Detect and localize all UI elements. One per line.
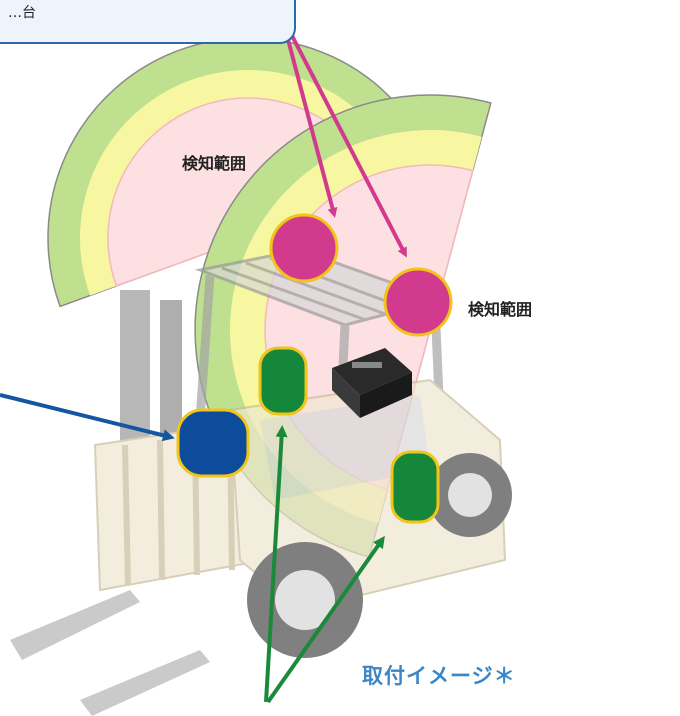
callout-box: …台	[0, 0, 296, 44]
sensor-cab	[258, 346, 308, 416]
arrow-to-sensor-top-left	[283, 27, 338, 218]
callout-text: …台	[8, 5, 36, 21]
arrow-to-sensor-front	[0, 393, 175, 442]
sensor-top-right	[383, 267, 453, 337]
forklift-illustration	[10, 248, 512, 716]
sensor-top-left	[269, 213, 339, 283]
installation-image-caption: 取付イメージ＊	[362, 664, 516, 688]
arrow-to-sensor-side	[266, 535, 385, 704]
detection-range-label-right: 検知範囲	[468, 300, 533, 319]
camera-device-icon	[332, 348, 412, 418]
sensor-front	[176, 408, 250, 478]
sensor-side	[390, 450, 440, 524]
arrow-to-sensor-top-right	[286, 27, 407, 258]
arrow-to-sensor-cab	[264, 425, 288, 703]
detection-range-label-left: 検知範囲	[182, 154, 247, 173]
